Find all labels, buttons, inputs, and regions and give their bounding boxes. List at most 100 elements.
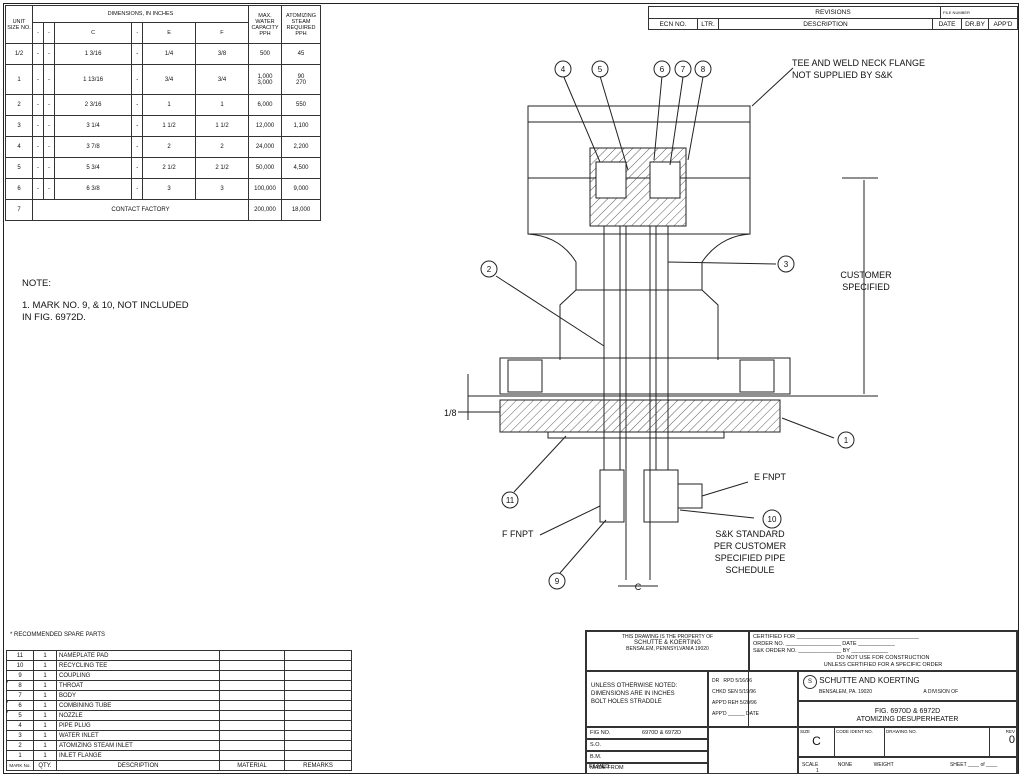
std-line-1: S&K STANDARD (715, 529, 785, 539)
filmed-label: FILMED (589, 764, 610, 770)
part-mark-value: 6 (18, 702, 22, 709)
company-logo-icon: S (803, 675, 817, 689)
part-qty: 1 (33, 700, 57, 711)
dim-c-label: C (635, 582, 642, 592)
part-mark-value: 9 (18, 672, 22, 679)
company-address: BENSALEM, PA. 19020 (819, 689, 872, 695)
specified-label: SPECIFIED (842, 282, 890, 292)
balloon-1 (837, 431, 855, 449)
parts-col-qty: QTY. (33, 760, 57, 771)
part-qty: 1 (33, 720, 57, 731)
leader-2 (495, 275, 605, 347)
spare-parts-note: * RECOMMENDED SPARE PARTS (10, 632, 106, 638)
note-line-1: 1. MARK NO. 9, & 10, NOT INCLUDED (22, 300, 189, 311)
balloon-11-label: 11 (506, 496, 515, 505)
unless-certified: UNLESS CERTIFIED FOR A SPECIFIC ORDER (823, 662, 943, 668)
spare-star: * (6, 711, 9, 717)
part-qty: 1 (33, 660, 57, 671)
leader-11 (513, 435, 567, 493)
bolt-right (739, 359, 775, 393)
part-mark: 2 (6, 740, 34, 751)
drawing-number-box: SIZE C CODE IDENT NO. DRAWING NO. REV 0 (798, 727, 1017, 757)
recycling-tee (643, 469, 679, 523)
division-label: A DIVISION OF (923, 689, 959, 695)
part-material (219, 720, 285, 731)
customer-label: CUSTOMER (840, 270, 892, 280)
property-box: THIS DRAWING IS THE PROPERTY OF SCHUTTE … (586, 631, 749, 671)
balloon-8-label: 8 (701, 65, 706, 74)
unless-line-3: BOLT HOLES STRADDLE (591, 699, 662, 705)
of-label: of (980, 762, 985, 768)
property-line-1: THIS DRAWING IS THE PROPERTY OF (621, 634, 714, 640)
appd-date: 5/20/96 (739, 700, 757, 706)
leader-e (701, 481, 749, 497)
fig-no-row: FIG NO. 6970D & 6972D (586, 727, 708, 739)
order-no-label: ORDER NO. (753, 641, 785, 647)
part-mark: 10 (6, 660, 34, 671)
dimensions-table: UNIT SIZE NO. DIMENSIONS, IN INCHES MAX.… (5, 5, 321, 221)
tee-body (527, 105, 751, 235)
balloon-10-label: 10 (768, 515, 777, 524)
balloon-6-label: 6 (660, 65, 665, 74)
e-fnpt-label: E FNPT (754, 472, 787, 482)
part-remarks (284, 710, 352, 721)
throat-cavity (649, 161, 681, 199)
coupling (599, 469, 625, 523)
balloon-11 (501, 491, 519, 509)
part-desc: BODY (56, 690, 220, 701)
unless-line-1: UNLESS OTHERWISE NOTED: (591, 683, 678, 689)
balloon-1-label: 1 (844, 436, 849, 445)
parts-col-material: MATERIAL (219, 760, 285, 771)
part-remarks (284, 700, 352, 711)
made-from-row: MADE FROM (586, 763, 708, 774)
part-remarks (284, 660, 352, 671)
part-remarks (284, 730, 352, 741)
balloon-3-label: 3 (784, 260, 789, 269)
part-material (219, 690, 285, 701)
code-ident-label: CODE IDENT NO. (835, 728, 885, 756)
tee-branch (677, 483, 703, 509)
steam-value-2: 270 (295, 79, 306, 86)
part-mark: *8 (6, 680, 34, 691)
date-label: DATE (842, 641, 857, 647)
part-mark: 3 (6, 730, 34, 741)
part-mark: 11 (6, 650, 34, 661)
part-mark-value: 4 (18, 722, 22, 729)
property-line-2: SCHUTTE & KOERTING (634, 640, 701, 646)
part-material (219, 750, 285, 761)
part-remarks (284, 690, 352, 701)
leader-1 (781, 417, 835, 439)
leader-3 (667, 261, 777, 265)
leader-8 (687, 76, 704, 161)
part-qty: 1 (33, 650, 57, 661)
nozzle-cavity (595, 161, 627, 199)
part-mark: 4 (6, 720, 34, 731)
f-fnpt-label: F FNPT (502, 529, 534, 539)
revisions-block: REVISIONS FILE NUMBER ECN NO. LTR. DESCR… (648, 6, 1018, 30)
part-desc: THROAT (56, 680, 220, 691)
leader-10 (679, 509, 755, 519)
rev-col-appd: APP'D (988, 18, 1018, 30)
part-mark-value: 3 (18, 732, 22, 739)
leader-5 (599, 75, 629, 171)
weight-label: WEIGHT (873, 762, 894, 768)
part-desc: INLET FLANGE (56, 750, 220, 761)
drawing-no-label: DRAWING NO. (885, 728, 990, 756)
certified-box: CERTIFIED FOR __________________________… (749, 631, 1017, 671)
leader-9 (559, 519, 607, 574)
scale-value: NONE (837, 762, 853, 768)
part-mark: *5 (6, 710, 34, 721)
unless-line-2: DIMENSIONS ARE IN INCHES (591, 691, 675, 697)
parts-col-mark: MARK No. (6, 760, 34, 771)
part-material (219, 660, 285, 671)
